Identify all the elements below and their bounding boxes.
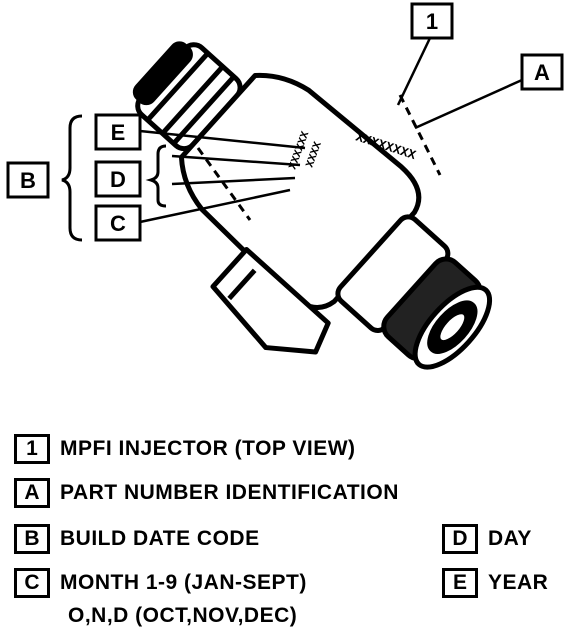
legend-key-b: B [14,524,50,554]
legend-key-1: 1 [14,434,50,464]
legend-key-a: A [14,478,50,508]
legend-row-e: E YEAR [442,568,548,598]
legend-row-d: D DAY [442,524,532,554]
legend-row-1: 1 MPFI INJECTOR (TOP VIEW) [14,434,356,464]
legend-text-e: YEAR [488,571,549,594]
legend-text-c-line2: O,N,D (OCT,NOV,DEC) [68,604,298,627]
callout-a: A [520,53,564,91]
svg-text:E: E [111,120,126,145]
injector-drawing [132,41,493,370]
callout-d: D [94,160,142,198]
legend-text-1: MPFI INJECTOR (TOP VIEW) [60,437,356,460]
legend-key-c: C [14,568,50,598]
svg-text:1: 1 [426,9,438,34]
legend-text-d: DAY [488,527,532,550]
legend-row-c: C MONTH 1-9 (JAN-SEPT) [14,568,307,598]
legend-key-e: E [442,568,478,598]
svg-text:C: C [110,211,126,236]
legend-text-a: PART NUMBER IDENTIFICATION [60,481,399,504]
legend-text-b: BUILD DATE CODE [60,527,260,550]
callout-e: E [94,113,142,151]
callout-c: C [94,204,142,242]
legend-text-c: MONTH 1-9 (JAN-SEPT) [60,571,307,594]
callout-b: B [6,161,50,199]
svg-text:A: A [534,60,550,85]
svg-text:D: D [110,167,126,192]
injector-diagram: XXXXXXXX XXXXXX XXXX 1 A B E D C [6,2,564,370]
legend-row-a: A PART NUMBER IDENTIFICATION [14,478,399,508]
leader-lines [61,37,523,242]
legend-row-b: B BUILD DATE CODE [14,524,260,554]
callout-1: 1 [410,2,454,40]
svg-text:B: B [20,168,36,193]
legend-key-d: D [442,524,478,554]
